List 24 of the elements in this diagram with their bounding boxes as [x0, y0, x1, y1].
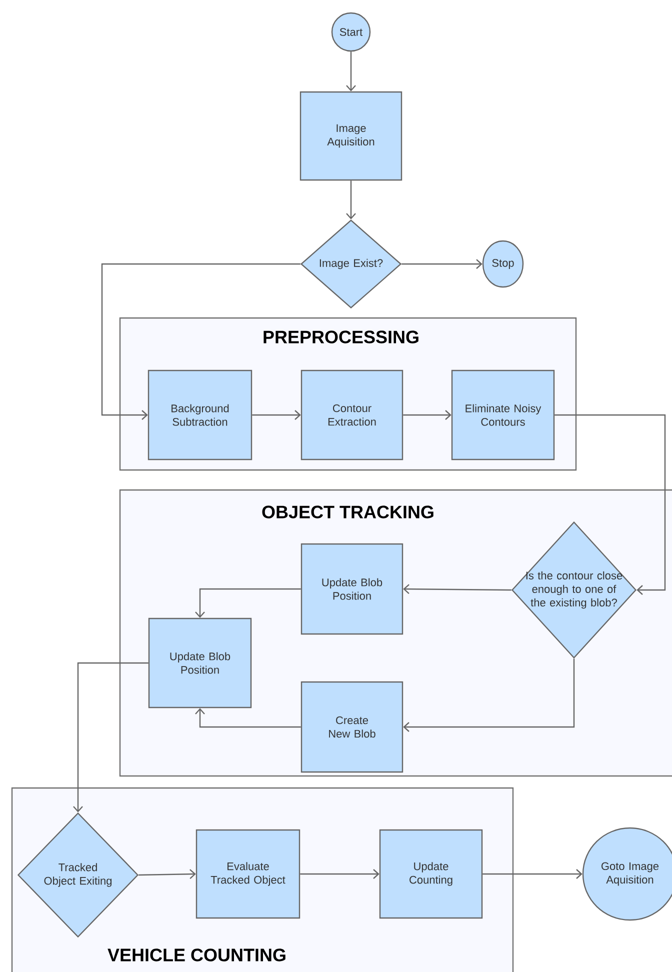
arrow — [195, 588, 301, 618]
arrow — [138, 869, 196, 880]
arrow — [252, 410, 301, 420]
arrow — [73, 662, 148, 812]
arrow — [482, 869, 582, 879]
arrow — [403, 658, 575, 732]
process-box: Create New Blob — [300, 681, 404, 773]
process-box: Contour Extraction — [300, 370, 404, 460]
process-box: Image Aquisition — [300, 91, 402, 181]
process-box: Eliminate Noisy Contours — [451, 370, 555, 460]
process-box: Update Blob Position — [300, 543, 404, 635]
arrow — [346, 52, 356, 92]
arrow — [402, 259, 482, 269]
arrow — [346, 180, 356, 220]
arrow — [195, 708, 301, 728]
process-box: Evaluate Tracked Object — [196, 829, 300, 919]
arrow — [300, 869, 380, 879]
process-box: Update Counting — [379, 829, 483, 919]
arrow — [403, 410, 452, 420]
arrow — [403, 584, 512, 594]
process-box: Background Subtraction — [148, 370, 252, 460]
process-box: Update Blob Position — [148, 618, 252, 708]
arrow — [554, 414, 666, 595]
arrow — [101, 263, 300, 420]
